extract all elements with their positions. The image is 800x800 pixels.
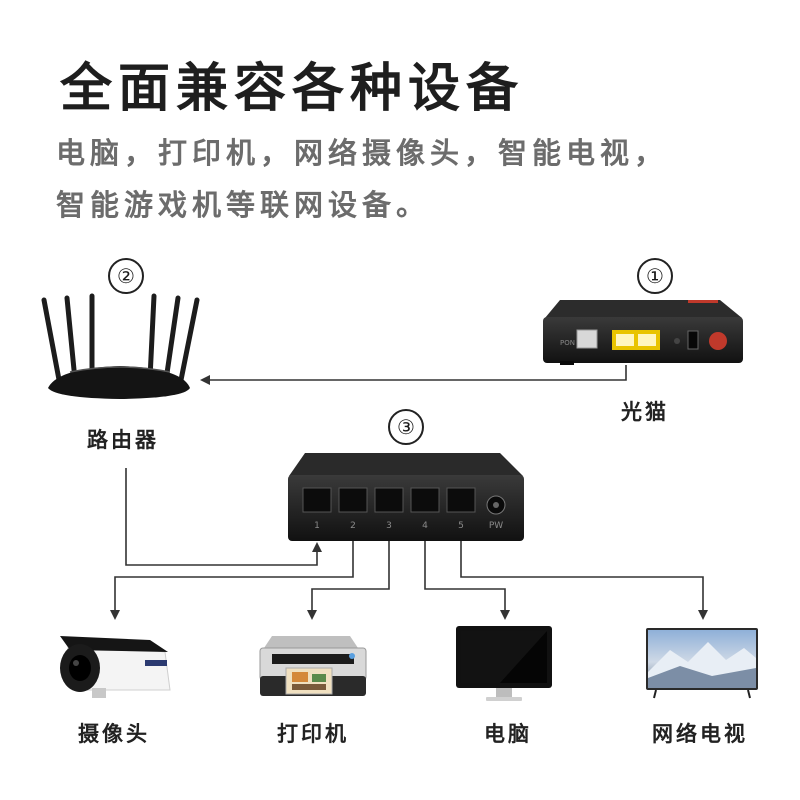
switch-port-labels: 1 2 3 4 5 PW: [314, 521, 503, 531]
modem-phone-port: [576, 329, 598, 349]
marker-modem: ①: [637, 258, 673, 294]
line-modem-to-router: [200, 365, 627, 385]
subtitle-line-1: 电脑，打印机，网络摄像头，智能电视，: [56, 136, 669, 170]
switch-port-label-pw: PW: [489, 521, 503, 531]
tv-image: [646, 628, 758, 699]
switch-port-label-2: 2: [350, 521, 356, 531]
label-modem: 光猫: [621, 400, 669, 424]
modem-power-button: [709, 332, 727, 350]
svg-text:PON: PON: [560, 339, 575, 347]
line-router-to-switch: [125, 468, 322, 566]
subtitle-line-2: 智能游戏机等联网设备。: [56, 188, 431, 222]
marker-switch: ③: [388, 409, 424, 445]
line-switch-to-camera: [110, 541, 354, 620]
marker-router: ②: [108, 258, 144, 294]
page-headline: 全面兼容各种设备: [60, 59, 525, 119]
computer-image: [456, 626, 552, 701]
switch-port-label-4: 4: [422, 521, 428, 531]
line-switch-to-computer: [424, 541, 510, 620]
router-body: [48, 366, 190, 399]
printer-image: [259, 636, 367, 696]
label-tv: 网络电视: [652, 722, 748, 746]
modem-image: PON: [543, 300, 743, 365]
router-image: [41, 293, 200, 399]
label-router: 路由器: [87, 428, 159, 452]
switch-image: 1 2 3 4 5 PW: [288, 453, 524, 541]
connection-lines: [110, 365, 708, 620]
line-switch-to-tv: [460, 541, 708, 620]
label-printer: 打印机: [277, 722, 349, 746]
switch-port-label-3: 3: [386, 521, 392, 531]
switch-port-label-1: 1: [314, 521, 320, 531]
label-computer: 电脑: [484, 722, 532, 746]
switch-ports: [302, 487, 476, 513]
line-switch-to-printer: [307, 541, 390, 620]
router-antennas: [41, 293, 200, 388]
camera-image: [60, 636, 171, 698]
label-camera: 摄像头: [78, 722, 150, 746]
switch-port-label-5: 5: [458, 521, 464, 531]
